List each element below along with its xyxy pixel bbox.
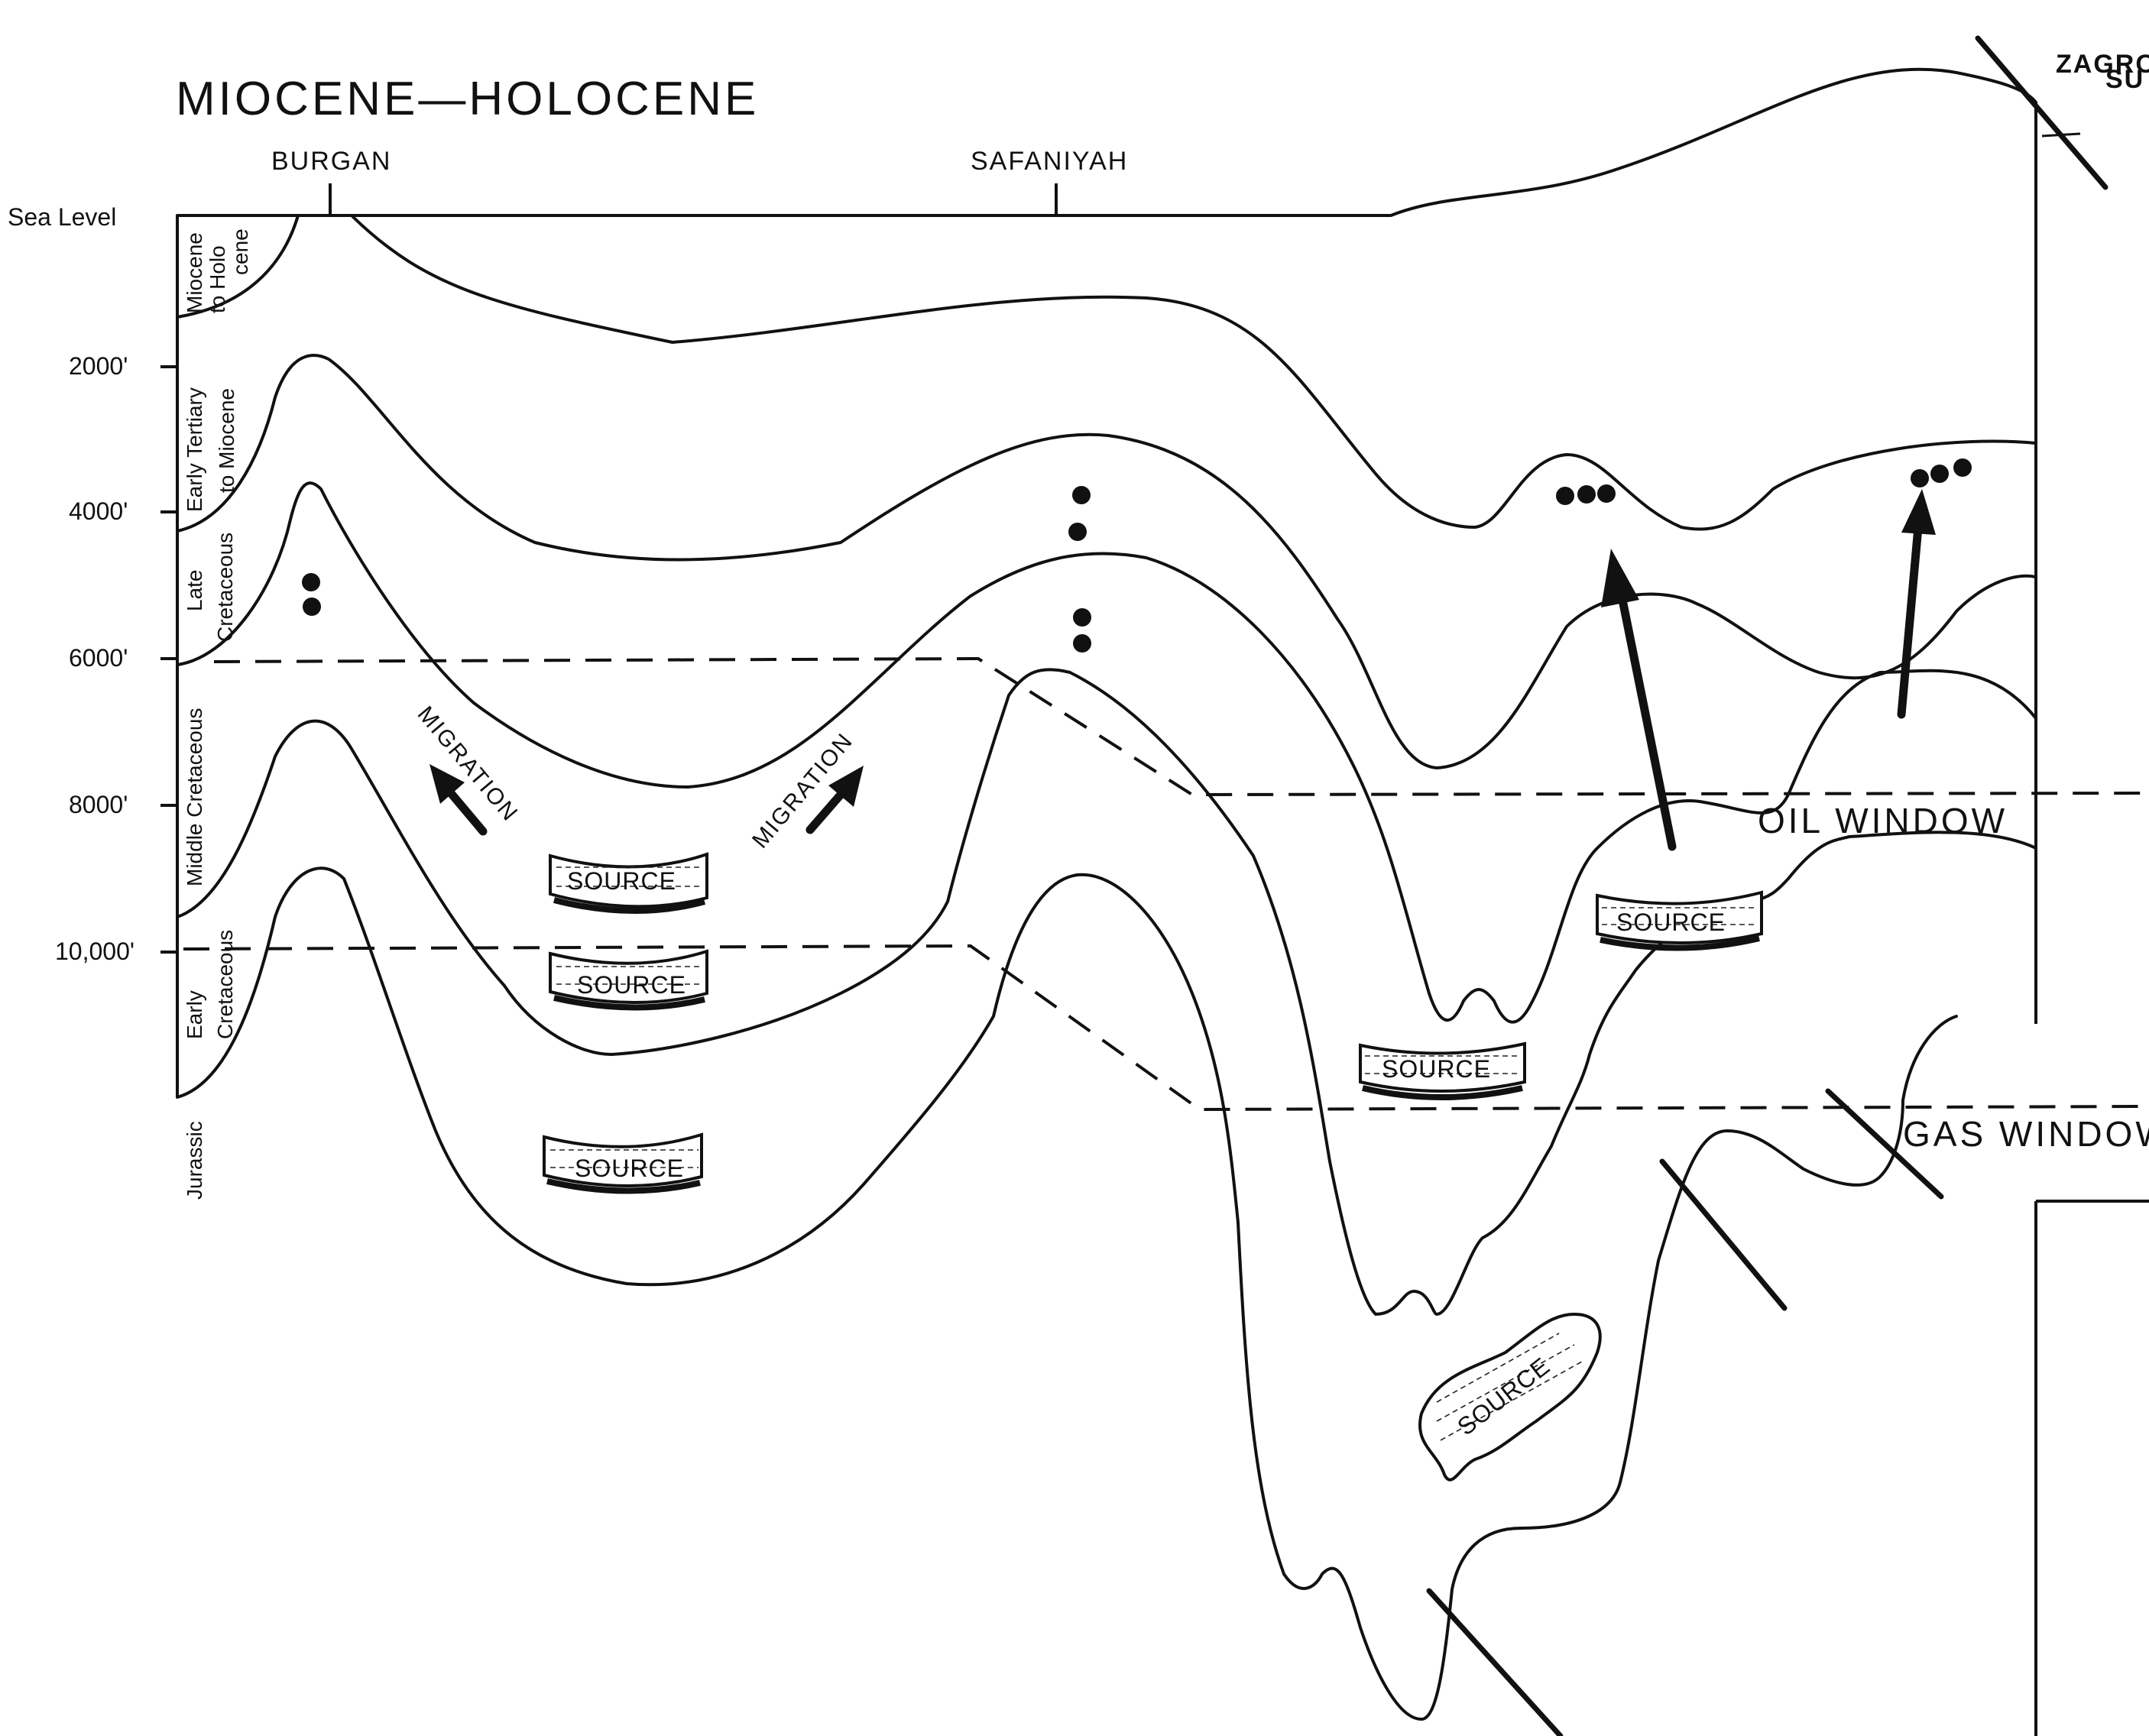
horizon-early-cretaceous-base: [176, 866, 1958, 1721]
oil-accumulation-dot: [1577, 485, 1596, 504]
diagram-title: MIOCENE—HOLOCENE: [176, 73, 759, 125]
migration-arrow-large: [1616, 584, 1677, 851]
migration-arrowhead-large: [1901, 489, 1936, 535]
migration-arrowhead: [429, 764, 465, 804]
strat-label-late-cretaceous: Late: [183, 570, 206, 612]
depth-tick-label: 4000': [69, 497, 128, 525]
oil-window-label: OIL WINDOW: [1758, 801, 2008, 840]
strat-label-late-cretaceous: Cretaceous: [213, 533, 237, 642]
oil-window-line-upper: [213, 656, 2149, 797]
oil-accumulation-dot: [303, 598, 321, 616]
strat-label-early-cretaceous: Early: [183, 990, 206, 1039]
depth-tick-label: 8000': [69, 791, 128, 818]
oil-accumulation-dot: [1930, 465, 1949, 483]
source-beds: SOURCE SOURCE SOURCE SOURCE SOURCE: [543, 852, 1763, 1482]
strat-label-miocene-holocene: Miocene: [183, 232, 206, 313]
horizon-miocene-base: [176, 214, 2037, 531]
migration-arrow-large: [1897, 523, 1923, 719]
stratigraphic-column: Miocene to Holo cene Early Tertiary to M…: [183, 228, 252, 1200]
migration-arrow: [446, 789, 488, 836]
source-bed-irregular: SOURCE: [1418, 1312, 1602, 1482]
source-bed: SOURCE: [549, 852, 708, 915]
corner-label-zagros: ZAGRO: [2056, 50, 2149, 79]
fault-line: [1426, 1588, 1564, 1736]
source-label: SOURCE: [1616, 908, 1726, 936]
oil-accumulation-dot: [1072, 486, 1091, 504]
horizons: [176, 67, 2037, 1721]
oil-accumulation-dot: [1597, 484, 1616, 503]
source-label: SOURCE: [1382, 1055, 1491, 1083]
depth-tick-label: 2000': [69, 352, 128, 380]
migration-indicators: MIGRATION MIGRATION: [413, 489, 1936, 853]
migration-arrowhead: [828, 766, 864, 807]
source-bed: SOURCE: [1359, 1041, 1526, 1100]
fault-line: [1975, 35, 2108, 190]
sea-level-label: Sea Level: [8, 203, 116, 231]
fault-displacement-arrow: [2041, 132, 2081, 138]
oil-accumulation-dot: [302, 573, 320, 591]
maturity-windows: OIL WINDOW GAS WINDOW: [183, 656, 2149, 1154]
horizon-early-tertiary-base: [176, 354, 2037, 769]
inset-box: [2034, 1200, 2149, 1736]
horizon-late-cretaceous-base: [176, 481, 2037, 1024]
depth-tick-label: 10,000': [55, 938, 135, 965]
fault-line: [1659, 1158, 1788, 1311]
migration-arrow: [805, 790, 845, 834]
oil-accumulation-dot: [1911, 469, 1929, 487]
source-label: SOURCE: [575, 1155, 684, 1182]
strat-label-jurassic: Jurassic: [183, 1121, 206, 1200]
faults: [1426, 35, 2108, 1736]
strat-label-miocene-holocene: cene: [229, 228, 252, 275]
oil-accumulations: [302, 458, 1972, 653]
location-label-burgan: BURGAN: [271, 147, 391, 176]
strat-label-early-cretaceous: Cretaceous: [213, 930, 237, 1039]
source-bed: SOURCE: [549, 949, 708, 1011]
horizon-sea-level-surface: [176, 67, 2037, 217]
strat-label-early-tertiary: Early Tertiary: [183, 387, 206, 512]
depth-tick-label: 6000': [69, 644, 128, 672]
source-bed: SOURCE: [543, 1132, 703, 1194]
gas-window-line: [183, 944, 2149, 1112]
oil-accumulation-dot: [1073, 608, 1091, 627]
source-label: SOURCE: [567, 867, 676, 895]
depth-ticks: 2000' 4000' 6000' 8000' 10,000': [55, 352, 177, 965]
location-label-safaniyah: SAFANIYAH: [971, 147, 1128, 176]
strat-label-early-tertiary: to Miocene: [215, 388, 238, 493]
gas-window-label: GAS WINDOW: [1903, 1114, 2149, 1154]
fault-line: [1825, 1088, 1944, 1200]
oil-accumulation-dot: [1556, 487, 1574, 505]
horizon-middle-cretaceous-base: [176, 668, 2037, 1316]
source-bed: SOURCE: [1596, 890, 1763, 951]
corner-label-suture: SU: [2105, 65, 2144, 94]
oil-accumulation-dot: [1073, 634, 1091, 653]
strat-label-middle-cretaceous: Middle Cretaceous: [183, 708, 206, 886]
oil-accumulation-dot: [1953, 458, 1972, 477]
oil-accumulation-dot: [1068, 523, 1087, 541]
source-label: SOURCE: [577, 971, 686, 999]
migration-arrowhead-large: [1601, 549, 1639, 607]
